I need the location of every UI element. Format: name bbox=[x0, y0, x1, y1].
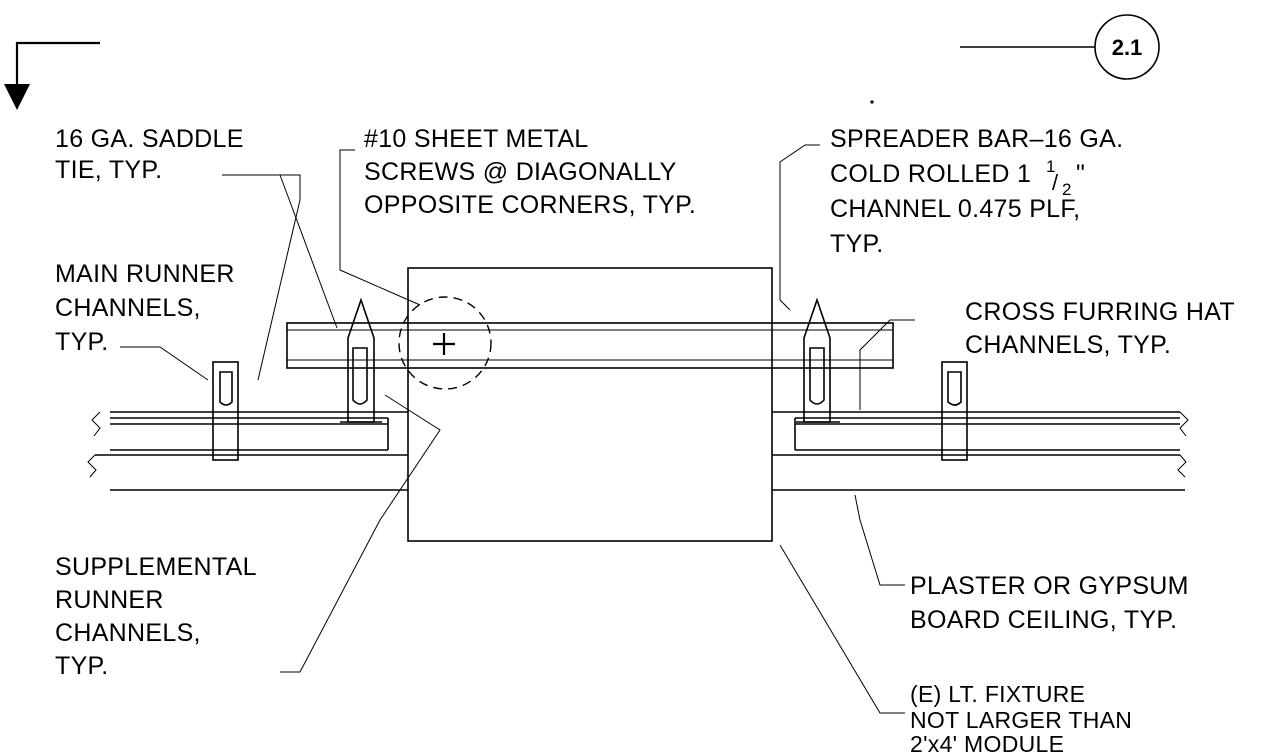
svg-text:TIE, TYP.: TIE, TYP. bbox=[55, 156, 162, 184]
saddle-tie-right bbox=[941, 361, 968, 461]
svg-text:TYP.: TYP. bbox=[55, 328, 109, 356]
svg-text:SCREWS @ DIAGONALLY: SCREWS @ DIAGONALLY bbox=[364, 158, 677, 186]
light-fixture bbox=[407, 267, 773, 542]
svg-text:16 GA. SADDLE: 16 GA. SADDLE bbox=[55, 125, 244, 153]
label-supplemental-runner: SUPPLEMENTAL RUNNER CHANNELS, TYP. bbox=[55, 553, 257, 680]
section-cut-arrow-icon bbox=[4, 41, 100, 110]
saddle-tie-left bbox=[212, 361, 239, 461]
screw-detail bbox=[398, 296, 492, 390]
svg-text:2: 2 bbox=[1062, 180, 1072, 199]
svg-text:CHANNELS, TYP.: CHANNELS, TYP. bbox=[965, 331, 1171, 359]
svg-text:TYP.: TYP. bbox=[55, 652, 109, 680]
svg-text:MAIN RUNNER: MAIN RUNNER bbox=[55, 260, 235, 288]
saddle-tie-supplemental-left bbox=[340, 297, 382, 423]
svg-text:/: / bbox=[1052, 170, 1059, 195]
detail-tag: 2.1 bbox=[960, 14, 1160, 80]
svg-text:#10 SHEET METAL: #10 SHEET METAL bbox=[364, 125, 589, 153]
cross-furring-channel bbox=[91, 411, 1189, 451]
label-screws: #10 SHEET METAL SCREWS @ DIAGONALLY OPPO… bbox=[364, 125, 696, 219]
svg-text:2'x4' MODULE: 2'x4' MODULE bbox=[910, 731, 1064, 756]
label-ceiling: PLASTER OR GYPSUM BOARD CEILING, TYP. bbox=[910, 572, 1189, 634]
ceiling-board bbox=[87, 454, 1187, 491]
spreader-bar bbox=[286, 322, 894, 369]
detail-tag-number: 2.1 bbox=[1112, 35, 1143, 60]
svg-text:CROSS FURRING HAT: CROSS FURRING HAT bbox=[965, 298, 1235, 326]
svg-text:": " bbox=[1076, 160, 1085, 188]
label-fixture: (E) LT. FIXTURE NOT LARGER THAN 2'x4' MO… bbox=[910, 681, 1132, 756]
stray-dot bbox=[870, 100, 874, 104]
svg-text:NOT LARGER THAN: NOT LARGER THAN bbox=[910, 707, 1132, 733]
svg-text:RUNNER: RUNNER bbox=[55, 586, 164, 614]
svg-text:PLASTER OR GYPSUM: PLASTER OR GYPSUM bbox=[910, 572, 1189, 600]
label-main-runner: MAIN RUNNER CHANNELS, TYP. bbox=[55, 260, 235, 356]
saddle-tie-supplemental-right bbox=[796, 297, 840, 423]
svg-text:SUPPLEMENTAL: SUPPLEMENTAL bbox=[55, 553, 257, 581]
svg-text:1: 1 bbox=[1046, 157, 1056, 176]
svg-text:OPPOSITE CORNERS, TYP.: OPPOSITE CORNERS, TYP. bbox=[364, 191, 696, 219]
svg-text:TYP.: TYP. bbox=[830, 230, 884, 258]
svg-text:BOARD CEILING, TYP.: BOARD CEILING, TYP. bbox=[910, 606, 1177, 634]
leader-lines bbox=[120, 144, 915, 714]
label-saddle-tie: 16 GA. SADDLE TIE, TYP. bbox=[55, 125, 244, 184]
svg-text:SPREADER BAR–16 GA.: SPREADER BAR–16 GA. bbox=[830, 125, 1123, 153]
svg-text:(E) LT. FIXTURE: (E) LT. FIXTURE bbox=[910, 681, 1085, 707]
svg-text:CHANNELS,: CHANNELS, bbox=[55, 294, 201, 322]
label-cross-furring: CROSS FURRING HAT CHANNELS, TYP. bbox=[965, 298, 1235, 359]
svg-text:CHANNEL 0.475 PLF,: CHANNEL 0.475 PLF, bbox=[830, 195, 1080, 223]
label-spreader-bar: SPREADER BAR–16 GA. COLD ROLLED 1 1 / 2 … bbox=[830, 125, 1123, 258]
svg-text:COLD ROLLED 1: COLD ROLLED 1 bbox=[830, 160, 1031, 188]
svg-text:CHANNELS,: CHANNELS, bbox=[55, 619, 201, 647]
